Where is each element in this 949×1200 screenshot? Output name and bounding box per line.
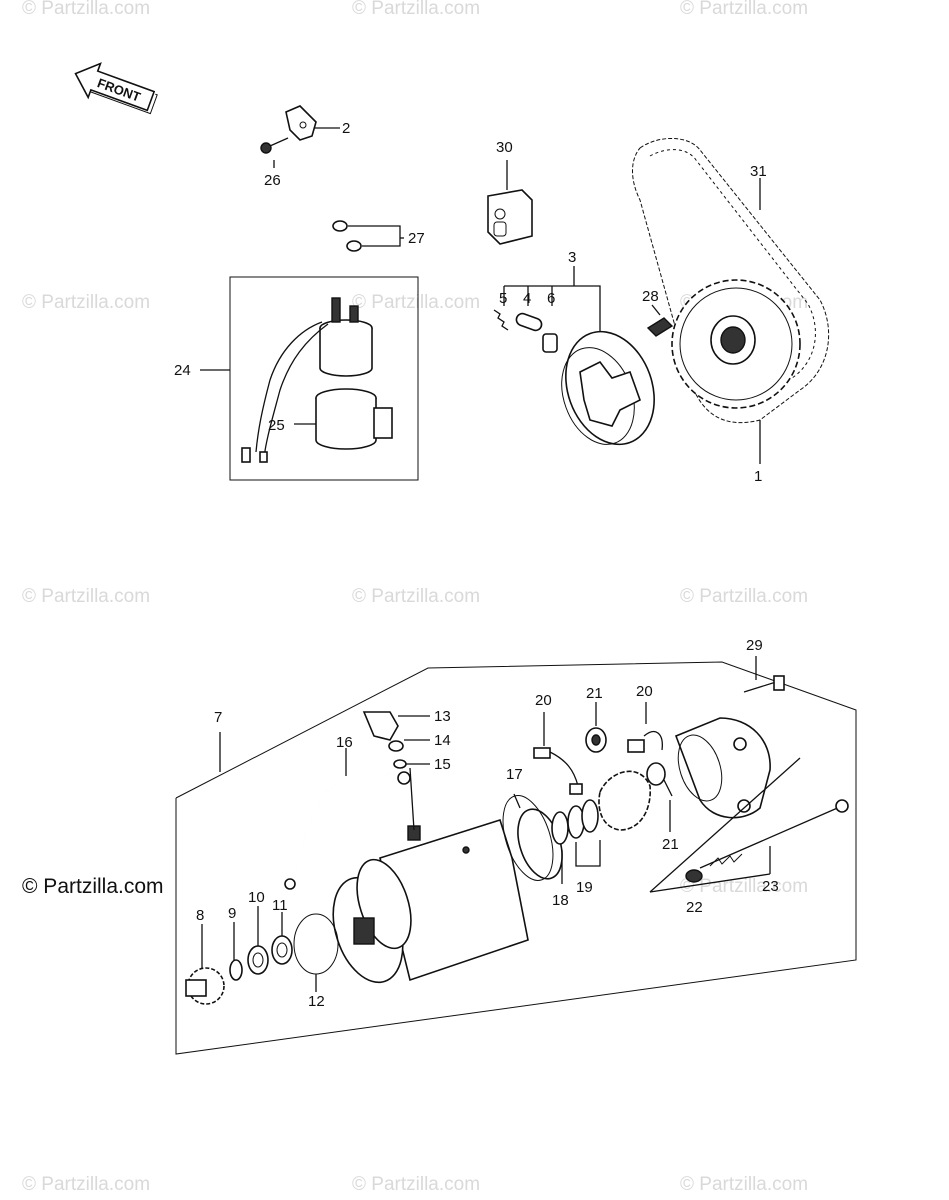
callout-18: 18 [552,892,569,909]
callout-21-top: 21 [586,685,603,702]
callout-16: 16 [336,734,353,751]
watermark-layer: © Partzilla.com © Partzilla.com © Partzi… [22,0,808,1195]
callout-24: 24 [174,362,191,379]
callout-15: 15 [434,756,451,773]
watermark: © Partzilla.com [22,0,150,19]
clamp-30 [487,160,533,245]
watermark-strong: © Partzilla.com [22,875,164,898]
nuts-27 [332,220,404,252]
callout-21-bottom: 21 [662,836,679,853]
callout-1: 1 [754,468,762,485]
watermark: © Partzilla.com [680,876,808,897]
starter-relay-box [200,276,419,481]
bolt-26 [260,137,289,168]
callout-20-right: 20 [636,683,653,700]
callout-31: 31 [750,163,767,180]
callout-27: 27 [408,230,425,247]
callout-8: 8 [196,907,204,924]
callout-20-left: 20 [535,692,552,709]
callout-10: 10 [248,889,265,906]
callout-7: 7 [214,709,222,726]
callout-28: 28 [642,288,659,305]
callout-13: 13 [434,708,451,725]
starter-motor-assembly [175,656,857,1055]
callout-6: 6 [547,290,555,307]
watermark: © Partzilla.com [680,1174,808,1195]
bolt-28 [646,304,674,337]
callout-26: 26 [264,172,281,189]
watermark: © Partzilla.com [22,1174,150,1195]
callout-22: 22 [686,899,703,916]
watermark: © Partzilla.com [352,292,480,313]
callout-5: 5 [499,290,507,307]
bracket-part [285,105,340,141]
watermark: © Partzilla.com [680,0,808,19]
callout-29: 29 [746,637,763,654]
watermark: © Partzilla.com [352,0,480,19]
callout-23: 23 [762,878,779,895]
callout-30: 30 [496,139,513,156]
starter-clutch [493,266,655,446]
callout-9: 9 [228,905,236,922]
callout-labels: 1 2 3 4 5 6 7 8 9 10 11 12 13 14 15 16 1… [174,120,779,1010]
chain-and-sprocket [632,137,830,464]
callout-12: 12 [308,993,325,1010]
callout-11: 11 [272,897,288,914]
watermark: © Partzilla.com [352,1174,480,1195]
callout-2: 2 [342,120,350,137]
front-arrow: FRONT [74,62,158,115]
callout-4: 4 [523,290,531,307]
callout-19: 19 [576,879,593,896]
callout-17: 17 [506,766,523,783]
watermark: © Partzilla.com [22,586,150,607]
watermark: © Partzilla.com [22,292,150,313]
watermark: © Partzilla.com [352,586,480,607]
callout-25: 25 [268,417,285,434]
callout-14: 14 [434,732,451,749]
callout-3: 3 [568,249,576,266]
watermark: © Partzilla.com [680,586,808,607]
